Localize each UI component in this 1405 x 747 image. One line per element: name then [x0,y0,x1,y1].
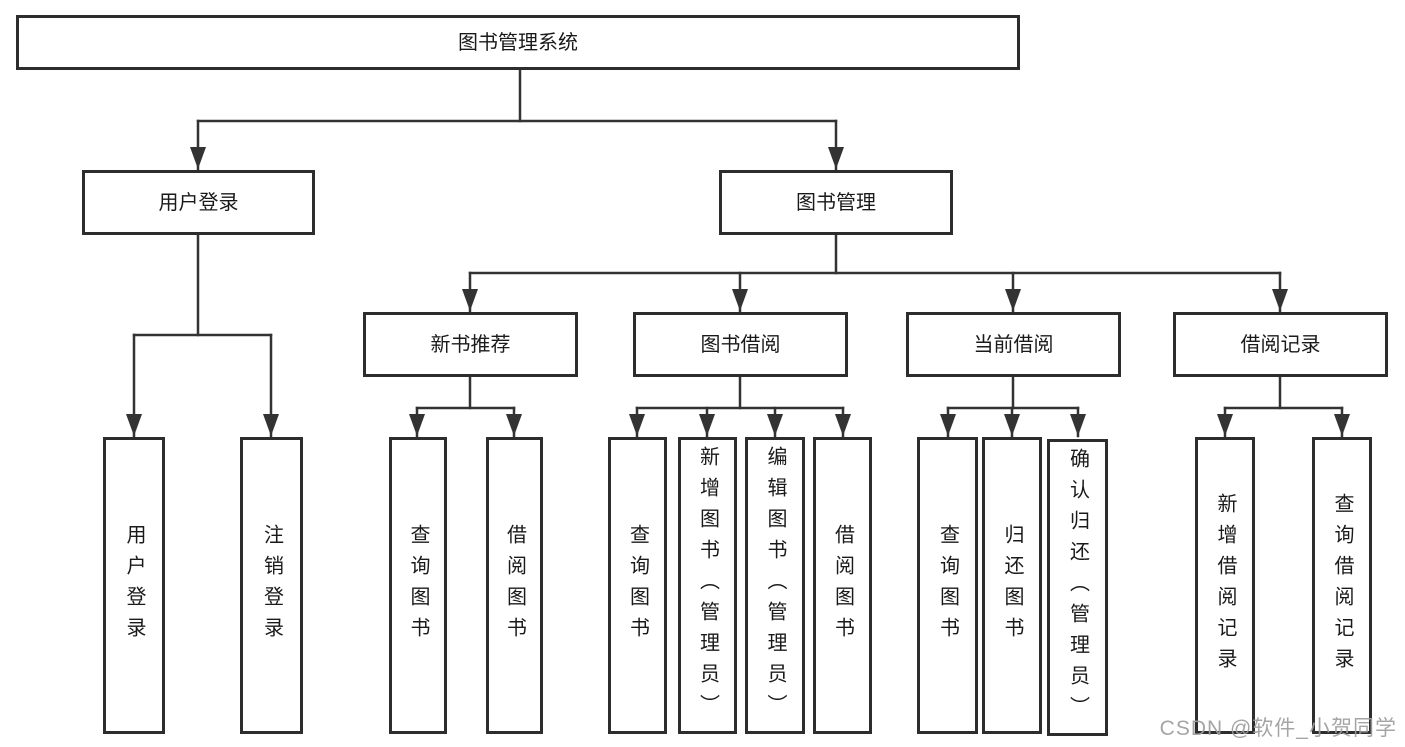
leaf-borrow-books-recommendation: 借阅图书 [486,437,543,734]
node-borrowing-records: 借阅记录 [1173,312,1388,377]
node-user-login: 用户登录 [82,170,315,235]
node-library-system: 图书管理系统 [16,15,1020,70]
leaf-logout-login: 注销登录 [240,437,303,734]
csdn-watermark: CSDN @软件_小贺同学 [1159,717,1397,740]
node-book-management: 图书管理 [719,170,953,235]
leaf-edit-books-admin: 编辑图书（管理员） [745,437,805,734]
leaf-query-borrow-record: 查询借阅记录 [1312,437,1372,734]
leaf-user-login: 用户登录 [103,437,165,734]
leaf-query-books-recommendation: 查询图书 [389,437,447,734]
leaf-query-books-current: 查询图书 [917,437,978,734]
node-book-borrowing: 图书借阅 [633,312,848,377]
connector-paths [126,68,1350,438]
leaf-return-books: 归还图书 [982,437,1042,734]
leaf-add-books-admin: 新增图书（管理员） [678,437,737,734]
node-new-book-recommendation: 新书推荐 [363,312,578,377]
leaf-query-books-borrowing: 查询图书 [608,437,667,734]
leaf-confirm-return-admin: 确认归还（管理员） [1047,439,1108,736]
leaf-borrow-books-borrowing: 借阅图书 [813,437,872,734]
node-current-borrowing: 当前借阅 [906,312,1121,377]
leaf-add-borrow-record: 新增借阅记录 [1195,437,1255,734]
